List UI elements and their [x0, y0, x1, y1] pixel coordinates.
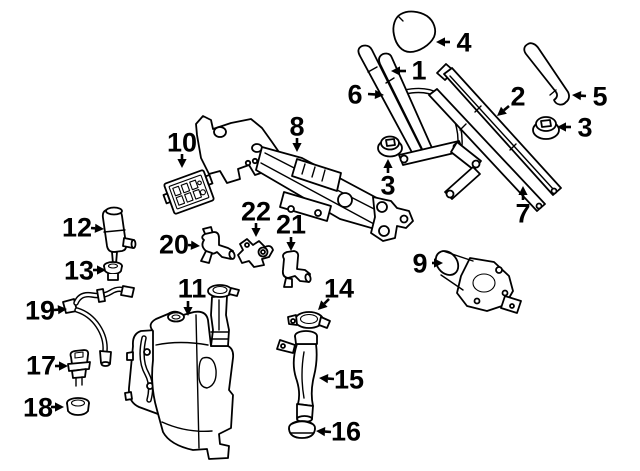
neck-grommet [288, 420, 316, 439]
callout-21: 21 [276, 210, 306, 251]
hose-bracket [237, 238, 274, 268]
callout-arrow-head [391, 66, 400, 76]
callout-12: 12 [62, 213, 104, 243]
part-number-9: 9 [412, 249, 427, 279]
callout-arrow-head [572, 91, 582, 101]
callout-5: 5 [572, 82, 608, 112]
callout-arrow-head [57, 305, 67, 315]
callout-arrow-head [497, 106, 507, 116]
callout-arrow-head [286, 242, 296, 251]
part-number-4: 4 [456, 28, 471, 58]
washer-nozzle-right [281, 250, 312, 288]
part-number-13: 13 [64, 256, 94, 286]
part-number-1: 1 [411, 56, 426, 86]
callout-arrow-head [55, 402, 64, 412]
callout-arrow-head [292, 143, 302, 152]
callout-17: 17 [26, 351, 68, 381]
callout-7: 7 [515, 186, 531, 229]
part-number-6: 6 [347, 80, 362, 110]
part-number-20: 20 [159, 230, 189, 260]
callout-11: 11 [178, 274, 207, 316]
part-number-15: 15 [334, 365, 364, 395]
part-number-8: 8 [289, 112, 304, 142]
callout-arrow-head [318, 300, 328, 310]
callout-10: 10 [167, 128, 197, 168]
washer-nozzle-left [200, 226, 236, 264]
wiper-motor [434, 250, 522, 314]
callout-22: 22 [241, 197, 271, 237]
part-number-21: 21 [276, 210, 306, 240]
callout-2: 2 [497, 82, 526, 116]
washer-hose [62, 285, 135, 367]
callout-20: 20 [159, 230, 200, 260]
callout-arrow-head [434, 258, 443, 268]
callout-arrow-head [183, 307, 193, 316]
callout-arrow-head [97, 265, 106, 275]
callout-arrow-head [94, 223, 104, 233]
wiper-linkage-frame [195, 115, 414, 242]
callout-arrow [503, 105, 510, 112]
hex-nut-right [532, 116, 560, 140]
callout-arrow-head [319, 374, 329, 384]
callout-arrow-head [251, 228, 261, 237]
callout-3: 3 [557, 113, 593, 143]
reservoir-grommet [66, 397, 90, 416]
pump-grommet [103, 261, 123, 281]
part-number-5: 5 [592, 82, 607, 112]
callout-arrow-head [436, 37, 445, 47]
callout-15: 15 [319, 365, 364, 395]
part-number-17: 17 [26, 351, 56, 381]
callout-arrow-head [59, 361, 68, 371]
part-number-2: 2 [510, 82, 525, 112]
filler-neck [276, 330, 318, 423]
washer-pump [101, 206, 137, 265]
part-number-12: 12 [62, 213, 92, 243]
filler-cap [287, 311, 331, 329]
control-module [162, 169, 215, 215]
part-number-19: 19 [25, 296, 55, 326]
part-number-11: 11 [178, 274, 207, 304]
callout-4: 4 [436, 28, 472, 58]
callout-arrow-head [177, 159, 187, 168]
wiper-arm-cap [392, 10, 437, 53]
part-number-10: 10 [167, 128, 197, 158]
callout-14: 14 [318, 274, 354, 310]
callout-19: 19 [25, 296, 67, 326]
callout-arrow-head [518, 186, 528, 195]
callout-13: 13 [64, 256, 106, 286]
callout-arrow-head [190, 240, 200, 250]
callout-8: 8 [289, 112, 305, 152]
level-sensor [67, 349, 91, 387]
callout-arrow-head [374, 89, 384, 100]
part-number-3: 3 [380, 171, 395, 201]
callout-arrow-head [316, 427, 326, 437]
part-number-18: 18 [23, 393, 53, 423]
wiper-arm-assembly [357, 44, 482, 200]
wiper-arm-cover [523, 42, 570, 106]
callout-6: 6 [347, 80, 384, 110]
hex-nut-center [377, 135, 403, 158]
washer-reservoir [124, 284, 240, 460]
part-number-7: 7 [515, 199, 530, 229]
callout-arrow-head [383, 159, 393, 168]
callout-arrow-head [557, 122, 566, 132]
callout-18: 18 [23, 393, 64, 423]
part-number-22: 22 [241, 197, 271, 227]
part-number-14: 14 [324, 274, 354, 304]
callout-16: 16 [316, 417, 361, 447]
callout-3: 3 [380, 159, 396, 201]
part-number-16: 16 [331, 417, 361, 447]
callout-9: 9 [412, 249, 443, 279]
wiper-blade-refill [428, 88, 546, 212]
callout-1: 1 [391, 56, 427, 86]
part-number-3: 3 [577, 113, 592, 143]
callout-arrow [323, 298, 330, 305]
wiper-blade [436, 63, 562, 196]
